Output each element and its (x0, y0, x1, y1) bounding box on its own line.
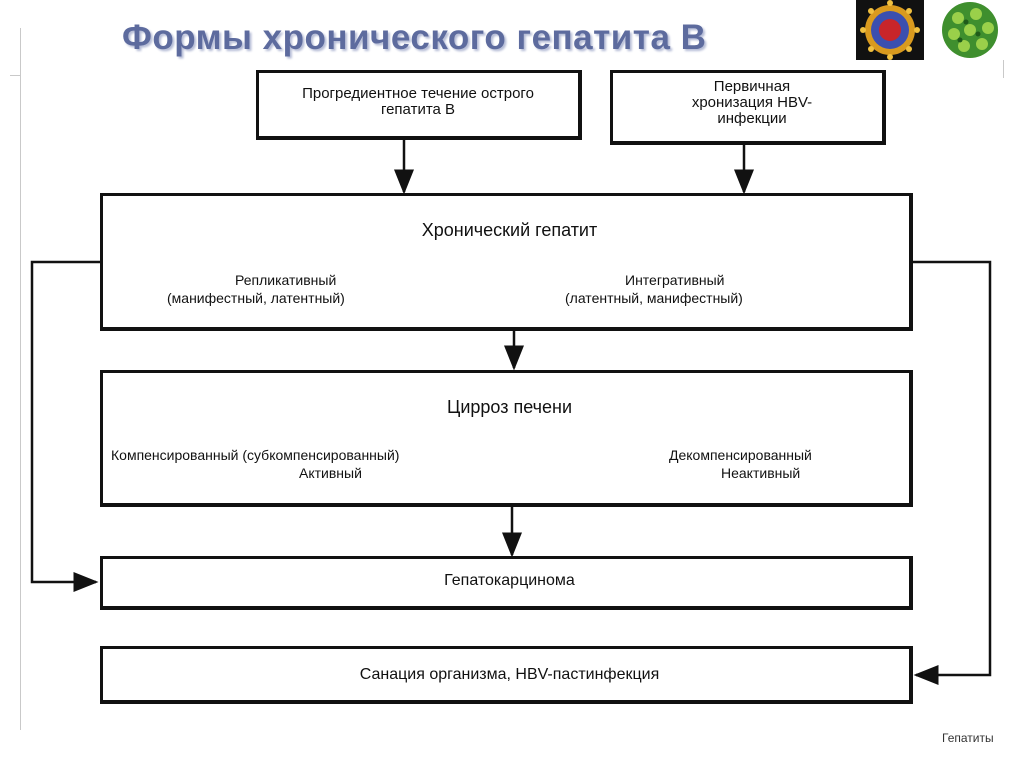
box-chronic-hepatitis: Хронический гепатит Репликативный (маниф… (100, 193, 913, 331)
slide-title: Формы хронического гепатита В (122, 18, 707, 57)
box-primary-chronization: Первичная хронизация HBV-инфекции (610, 70, 886, 145)
chronic-replicative-forms: (манифестный, латентный) (167, 290, 345, 306)
box-progressive-acute-label: Прогредиентное течение острого гепатита … (302, 85, 534, 118)
arrow-chronic-to-hcc-left (30, 260, 100, 592)
virus-capsid-icon (936, 0, 1004, 60)
box-primary-chronization-label: Первичная хронизация HBV-инфекции (691, 78, 813, 127)
box-hepatocarcinoma: Гепатокарцинома (100, 556, 913, 610)
chronic-integrative-forms: (латентный, манифестный) (565, 290, 743, 306)
cirrhosis-inactive-label: Неактивный (721, 465, 801, 481)
cirrhosis-decompensated-label: Декомпенсированный (669, 447, 812, 463)
box-liver-cirrhosis: Цирроз печени Компенсированный (субкомпе… (100, 370, 913, 507)
left-guide-line (20, 28, 21, 730)
chronic-replicative-label: Репликативный (235, 272, 337, 288)
box-progressive-acute: Прогредиентное течение острого гепатита … (256, 70, 582, 140)
hepatocarcinoma-label: Гепатокарцинома (444, 572, 575, 589)
slide-footer: Гепатиты (942, 731, 994, 745)
cirrhosis-compensated-label: Компенсированный (субкомпенсированный) (111, 447, 400, 463)
chronic-integrative-label: Интегративный (625, 272, 725, 288)
cirrhosis-active-label: Активный (299, 465, 362, 481)
sanitation-label: Санация организма, HBV-пастинфекция (359, 666, 660, 683)
left-guide-tick (10, 75, 20, 76)
arrow-chronic-to-sanitation-right (912, 260, 992, 685)
box-sanitation: Санация организма, HBV-пастинфекция (100, 646, 913, 704)
cirrhosis-title: Цирроз печени (447, 397, 572, 417)
virus-particle-icon (856, 0, 924, 60)
chronic-hepatitis-title: Хронический гепатит (421, 220, 598, 240)
